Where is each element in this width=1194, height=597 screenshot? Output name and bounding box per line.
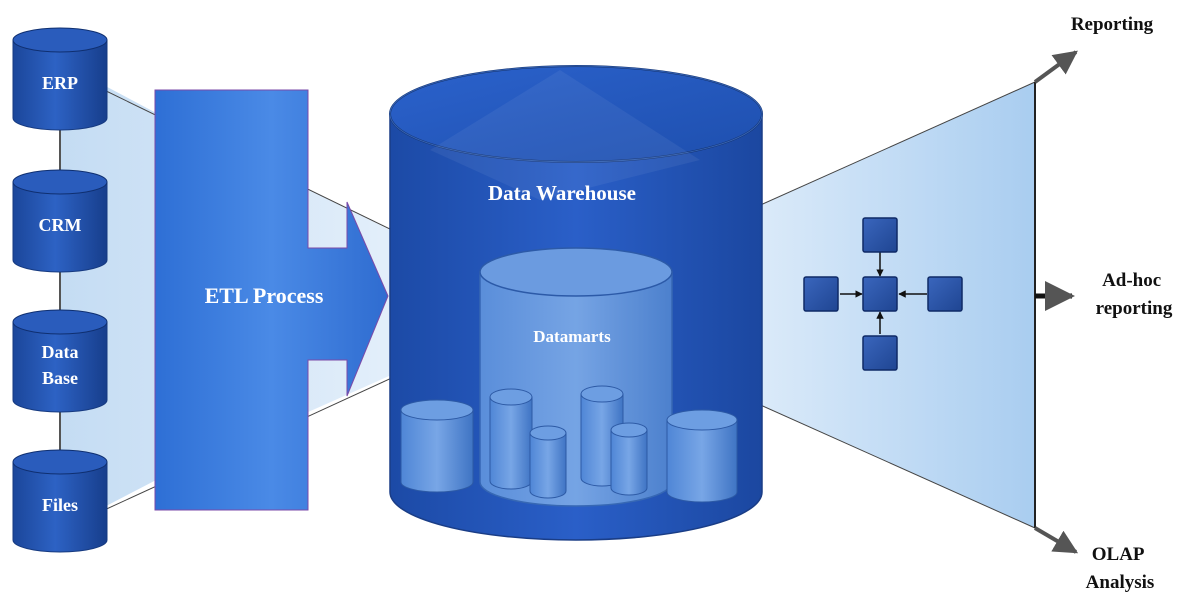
- etl-process-arrow: [154, 89, 389, 511]
- reporting-label: Reporting: [1071, 14, 1154, 35]
- network-node-center: [862, 276, 898, 312]
- source-cylinder-files: Files: [12, 449, 108, 553]
- data-warehouse-label: Data Warehouse: [488, 181, 636, 205]
- datamart-mini-cylinder: [666, 409, 738, 503]
- source-cylinder-crm: CRM: [12, 169, 108, 273]
- olap-analysis-label: OLAP Analysis: [1086, 544, 1155, 593]
- datamart-mini-cylinder: [529, 425, 567, 499]
- network-node-bottom: [862, 335, 898, 371]
- network-node-right: [927, 276, 963, 312]
- olap-arrow: [1033, 526, 1079, 554]
- datamart-cylinders: [400, 385, 738, 503]
- source-cylinder-erp: ERP: [12, 27, 108, 131]
- datamart-mini-cylinder: [610, 422, 648, 496]
- source-label-crm: CRM: [39, 215, 82, 235]
- datamart-mini-cylinder: [489, 388, 533, 490]
- datamart-mini-cylinder: [400, 399, 474, 493]
- source-label-files: Files: [42, 495, 78, 515]
- network-node-top: [862, 217, 898, 253]
- etl-process-label: ETL Process: [205, 283, 324, 308]
- source-label-erp: ERP: [42, 73, 78, 93]
- network-node-left: [803, 276, 839, 312]
- adhoc-reporting-label: Ad-hoc reporting: [1096, 270, 1173, 319]
- network-icon: [803, 217, 963, 371]
- reporting-arrow: [1033, 50, 1078, 84]
- datamarts-label: Datamarts: [533, 327, 611, 346]
